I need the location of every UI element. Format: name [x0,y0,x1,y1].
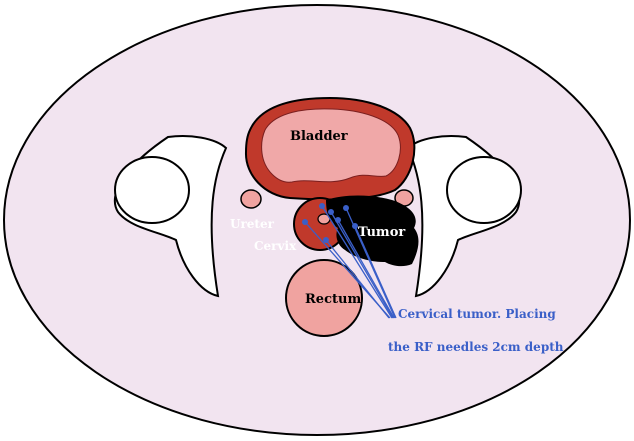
caption-line-2: the RF needles 2cm depth [388,340,564,354]
right-femoral-head [447,157,521,223]
cervix-label: Cervix [254,239,297,253]
needle-tip-3 [328,209,334,215]
bladder-label: Bladder [290,129,348,144]
needle-tip-2 [319,203,325,209]
rectum-label: Rectum [305,292,361,307]
needle-tip-1 [302,219,308,225]
needle-tip-4 [335,217,341,223]
tumor-label: Tumor [358,225,405,240]
ureter-label: Ureter [230,217,275,231]
left-ureter [241,190,261,208]
left-femoral-head [115,157,189,223]
needle-tip-5 [343,205,349,211]
bladder [246,98,414,200]
caption-line-1: Cervical tumor. Placing [398,307,556,321]
needle-tip-7 [323,237,329,243]
